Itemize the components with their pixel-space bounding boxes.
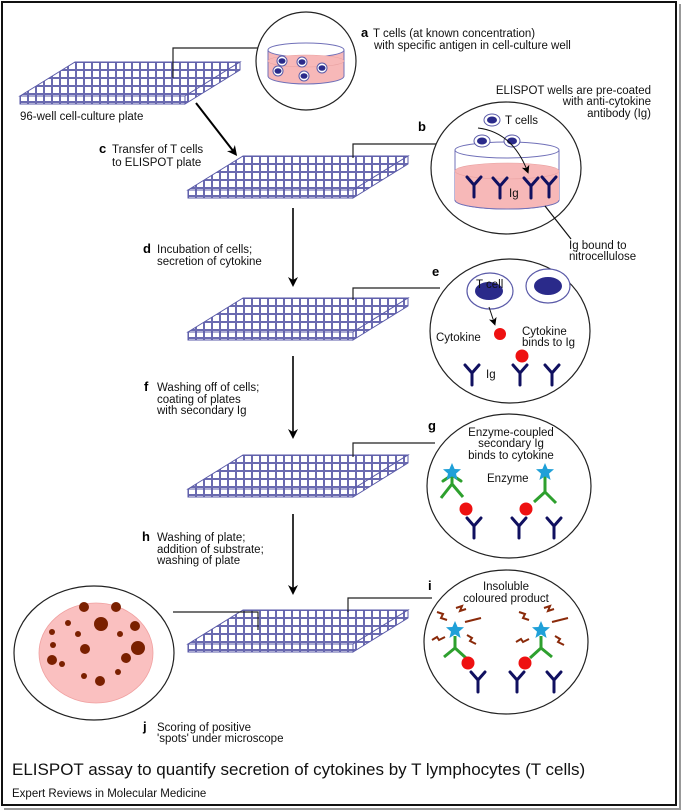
spot [65,620,71,626]
step-d-letter: d [143,241,151,256]
spot [95,676,105,686]
step-e-letter: e [432,264,439,279]
inset-a-culture-well [255,11,357,111]
step-j-label: j Scoring of positive 'spots' under micr… [142,719,283,745]
figure-source: Expert Reviews in Molecular Medicine [12,788,206,800]
ig-label-b: Ig [509,188,519,200]
spot [59,661,65,667]
step-h-line-2: addition of substrate; [157,544,264,556]
ig-bound-line-1: Ig bound to [569,240,627,252]
step-i-letter: i [428,578,432,593]
spot [130,621,140,631]
step-f-line-1: Washing off of cells; [157,382,259,394]
step-f-line-3: with secondary Ig [156,405,247,417]
step-f-line-2: coating of plates [157,394,241,406]
step-c-label: c Transfer of T cells to ELISPOT plate [99,141,203,169]
step-a-letter: a [361,25,369,40]
connector-a [172,47,258,78]
step-h-letter: h [142,529,150,544]
spot [115,669,121,675]
cytokine-label: Cytokine [436,332,481,344]
frame-shadow [4,4,681,810]
step-c-line-2: to ELISPOT plate [112,157,201,169]
spot [50,642,56,648]
step-d-line-2: secretion of cytokine [157,256,262,268]
step-j-line-2: 'spots' under microscope [157,733,283,745]
step-c-letter: c [99,141,106,156]
step-a-line-2: with specific antigen in cell-culture we… [373,40,571,52]
step-a-label: a T cells (at known concentration) with … [361,25,571,52]
inset-g-secondary-ig: Enzyme-coupled secondary Ig binds to cyt… [426,413,592,559]
step-f-label: f Washing off of cells; coating of plate… [144,379,259,417]
inset-e-cytokine-binding: T cell Cytokine Cytokine binds to Ig Ig [429,258,591,404]
step-h-label: h Washing of plate; addition of substrat… [142,529,264,567]
step-d-label: d Incubation of cells; secretion of cyto… [143,241,262,268]
figure-title: ELISPOT assay to quantify secretion of c… [12,760,585,779]
step-h-line-3: washing of plate [156,555,240,567]
connector-e [352,287,440,300]
enzyme-label: Enzyme [487,473,529,485]
spot [81,673,87,679]
step-c-line-1: Transfer of T cells [112,144,203,156]
step-j-line-1: Scoring of positive [157,722,251,734]
spot [117,631,123,637]
spot [75,631,81,637]
culture-plate-label: 96-well cell-culture plate [20,111,143,123]
inset-b-elispot-well: T cells Ig [430,101,582,240]
spot [94,617,108,631]
product-squiggles [431,604,569,646]
step-g-letter: g [428,418,436,433]
binds-line-1: Cytokine [522,326,567,338]
tcells-label: T cells [505,115,538,127]
step-h-line-1: Washing of plate; [157,532,245,544]
plate-e [186,297,410,341]
step-g-line-1: Enzyme-coupled [468,427,554,439]
ig-bound-line-2: nitrocellulose [569,251,636,263]
step-f-letter: f [144,379,149,394]
step-g-line-3: binds to cytokine [468,450,554,462]
ig-label-e: Ig [486,369,496,381]
connector-i [347,597,432,612]
spot [80,644,90,654]
step-g-line-2: secondary Ig [478,438,544,450]
spot [111,602,121,612]
inset-i-coloured-product: Insoluble coloured product [423,569,589,715]
spot [121,653,131,663]
plate-i [186,609,410,653]
connector-j [173,611,259,630]
step-j-letter: j [142,719,147,734]
step-b-letter: b [418,119,426,134]
tcell-label: T cell [476,279,503,291]
spot [47,655,57,665]
spot [79,602,89,612]
step-a-line-1: T cells (at known concentration) [373,28,535,40]
step-i-line-1: Insoluble [483,581,529,593]
plate-c [186,155,410,199]
spots [47,602,145,686]
arrow-transfer [195,102,238,156]
step-b-header-2: with anti-cytokine [562,96,651,108]
plate-g [186,454,410,498]
step-b-header-1: ELISPOT wells are pre-coated [496,85,651,97]
plate-culture [18,61,242,105]
connector-g [352,442,435,457]
step-d-line-1: Incubation of cells; [157,244,252,256]
step-b-header-3: antibody (Ig) [587,108,651,120]
spot [131,641,145,655]
inset-j-microscope-view [13,585,175,721]
spot [49,629,55,635]
step-i-line-2: coloured product [463,593,549,605]
binds-line-2: binds to Ig [522,337,575,349]
connector-b [352,143,437,158]
